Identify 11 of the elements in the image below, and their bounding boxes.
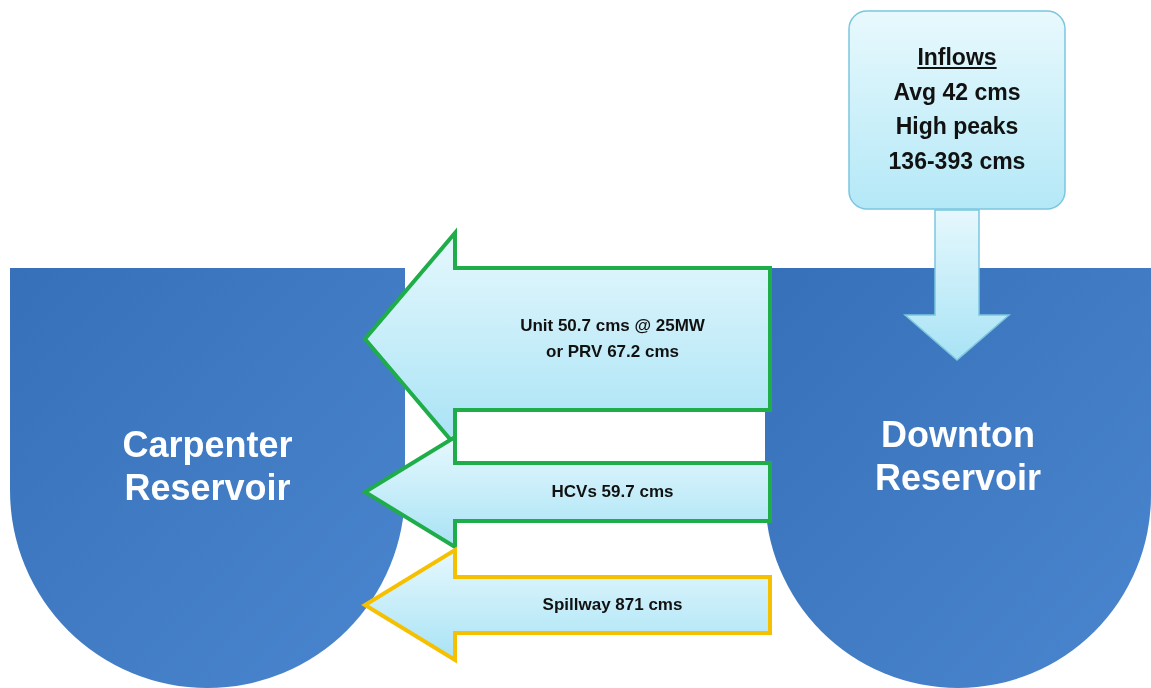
block-arrow [903,209,1011,361]
box-heading: Inflows [916,43,998,72]
reservoir-label: Carpenter Reservoir [121,423,294,510]
block-arrow [361,546,772,664]
edge-label: Spillway 871 cms [541,593,684,616]
reservoir-label: Downton Reservoir [873,413,1043,500]
box-text: High peaks 136-393 cms [887,112,1027,176]
edge-label: Unit 50.7 cms @ 25MW or PRV 67.2 cms [519,314,706,363]
block-arrow [361,433,772,551]
box-text: Avg 42 cms [892,77,1022,107]
edge-label: HCVs 59.7 cms [550,480,675,503]
